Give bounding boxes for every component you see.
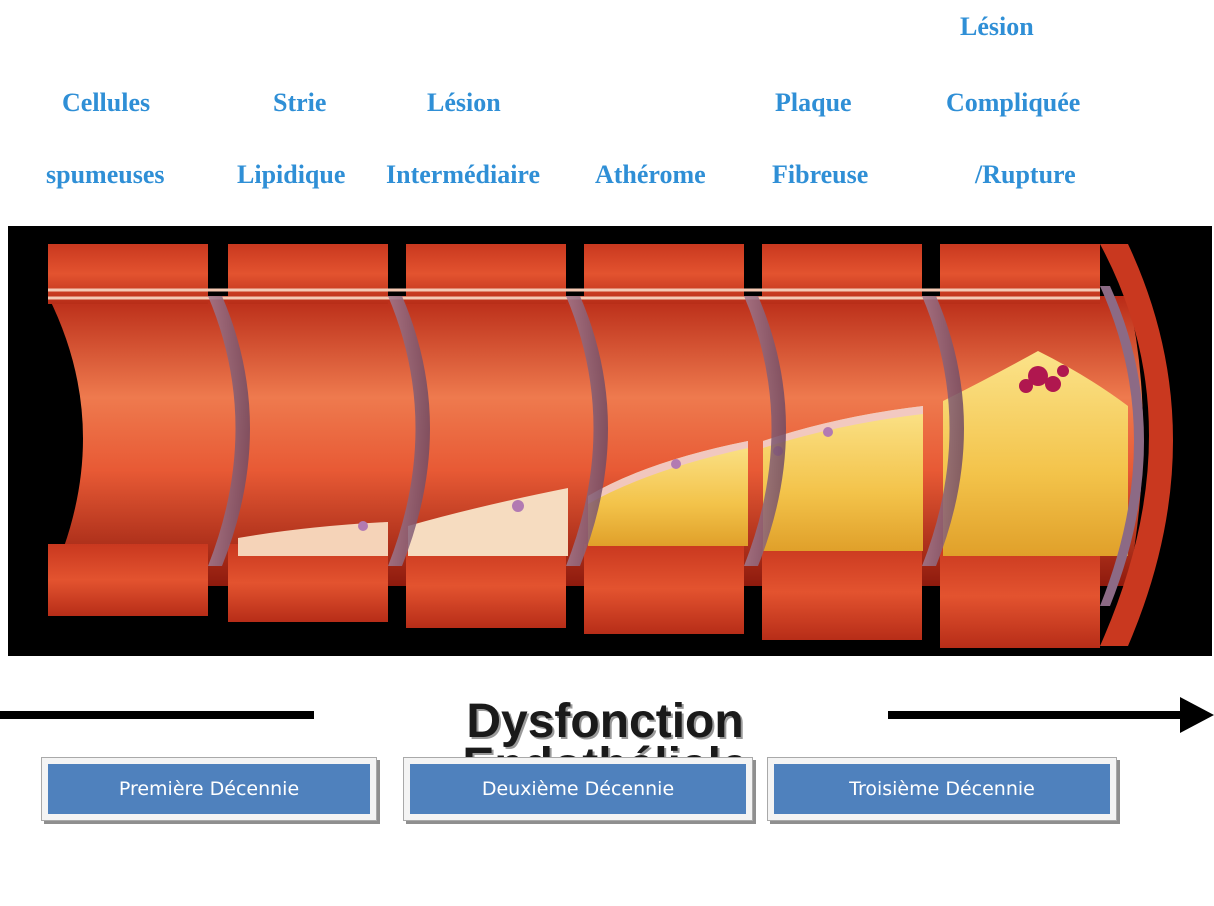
label-cellules: Cellules	[62, 90, 150, 116]
arrowhead-icon	[1180, 697, 1214, 733]
timeline-arrow-right-segment	[888, 711, 1188, 719]
title-line-1: Dysfonction	[380, 700, 830, 744]
label-compliquee: Compliquée	[946, 90, 1080, 116]
timeline-arrow-left-segment	[0, 711, 314, 719]
label-fibreuse: Fibreuse	[772, 162, 868, 188]
decade-box-3: Troisième Décennie	[767, 757, 1117, 821]
label-lipidique: Lipidique	[237, 162, 345, 188]
label-strie: Strie	[273, 90, 326, 116]
label-intermediaire: Intermédiaire	[386, 162, 540, 188]
label-rupture: /Rupture	[975, 162, 1076, 188]
decade-label-1: Première Décennie	[48, 764, 370, 814]
decade-box-2: Deuxième Décennie	[403, 757, 753, 821]
decade-box-1: Première Décennie	[41, 757, 377, 821]
label-lesion-intermediaire-top: Lésion	[427, 90, 501, 116]
label-plaque: Plaque	[775, 90, 852, 116]
artery-progression-illustration	[8, 226, 1212, 656]
label-atherome: Athérome	[595, 162, 706, 188]
label-spumeuses: spumeuses	[46, 162, 164, 188]
decade-label-3: Troisième Décennie	[774, 764, 1110, 814]
decade-label-2: Deuxième Décennie	[410, 764, 746, 814]
label-lesion-compliquee-top: Lésion	[960, 14, 1034, 40]
